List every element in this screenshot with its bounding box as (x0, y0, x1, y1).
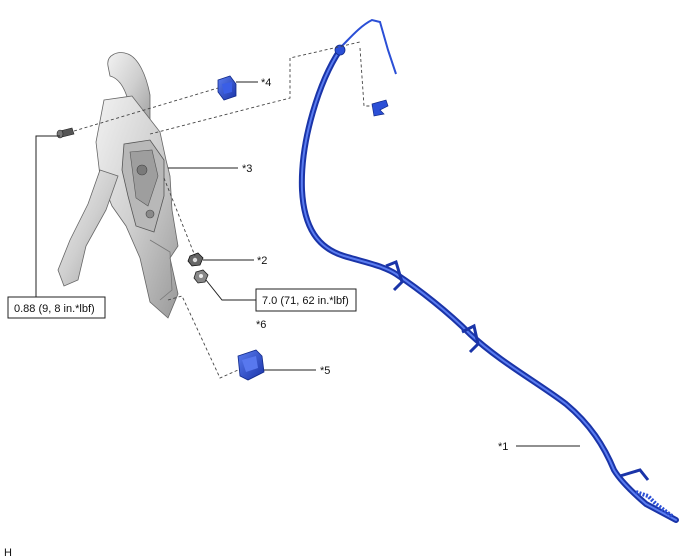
figure-corner-mark: H (4, 547, 12, 559)
torque-box-bolt: 0.88 (9, 8 in.*lbf) (7, 296, 106, 319)
cover-part-5 (237, 349, 265, 381)
nut (193, 269, 209, 284)
callout-4: *4 (261, 77, 271, 89)
callout-6: *6 (256, 319, 266, 331)
leader-lines (35, 81, 580, 447)
callout-5: *5 (320, 365, 330, 377)
parking-brake-cable-part-1 (298, 18, 679, 523)
parking-brake-pedal-assembly (57, 52, 179, 319)
torque-label-bolt: 0.88 (9, 8 in.*lbf) (14, 303, 95, 315)
cable-bracket-clip (371, 99, 389, 117)
clip-part-4 (217, 75, 237, 101)
nut-part-2 (187, 252, 204, 267)
torque-label-nut: 7.0 (71, 62 in.*lbf) (262, 295, 349, 307)
torque-box-nut: 7.0 (71, 62 in.*lbf) (255, 288, 357, 312)
callout-2: *2 (257, 255, 267, 267)
callout-1: *1 (498, 441, 508, 453)
bolt (56, 127, 75, 139)
assembly-lines (73, 41, 372, 379)
callout-3: *3 (242, 163, 252, 175)
